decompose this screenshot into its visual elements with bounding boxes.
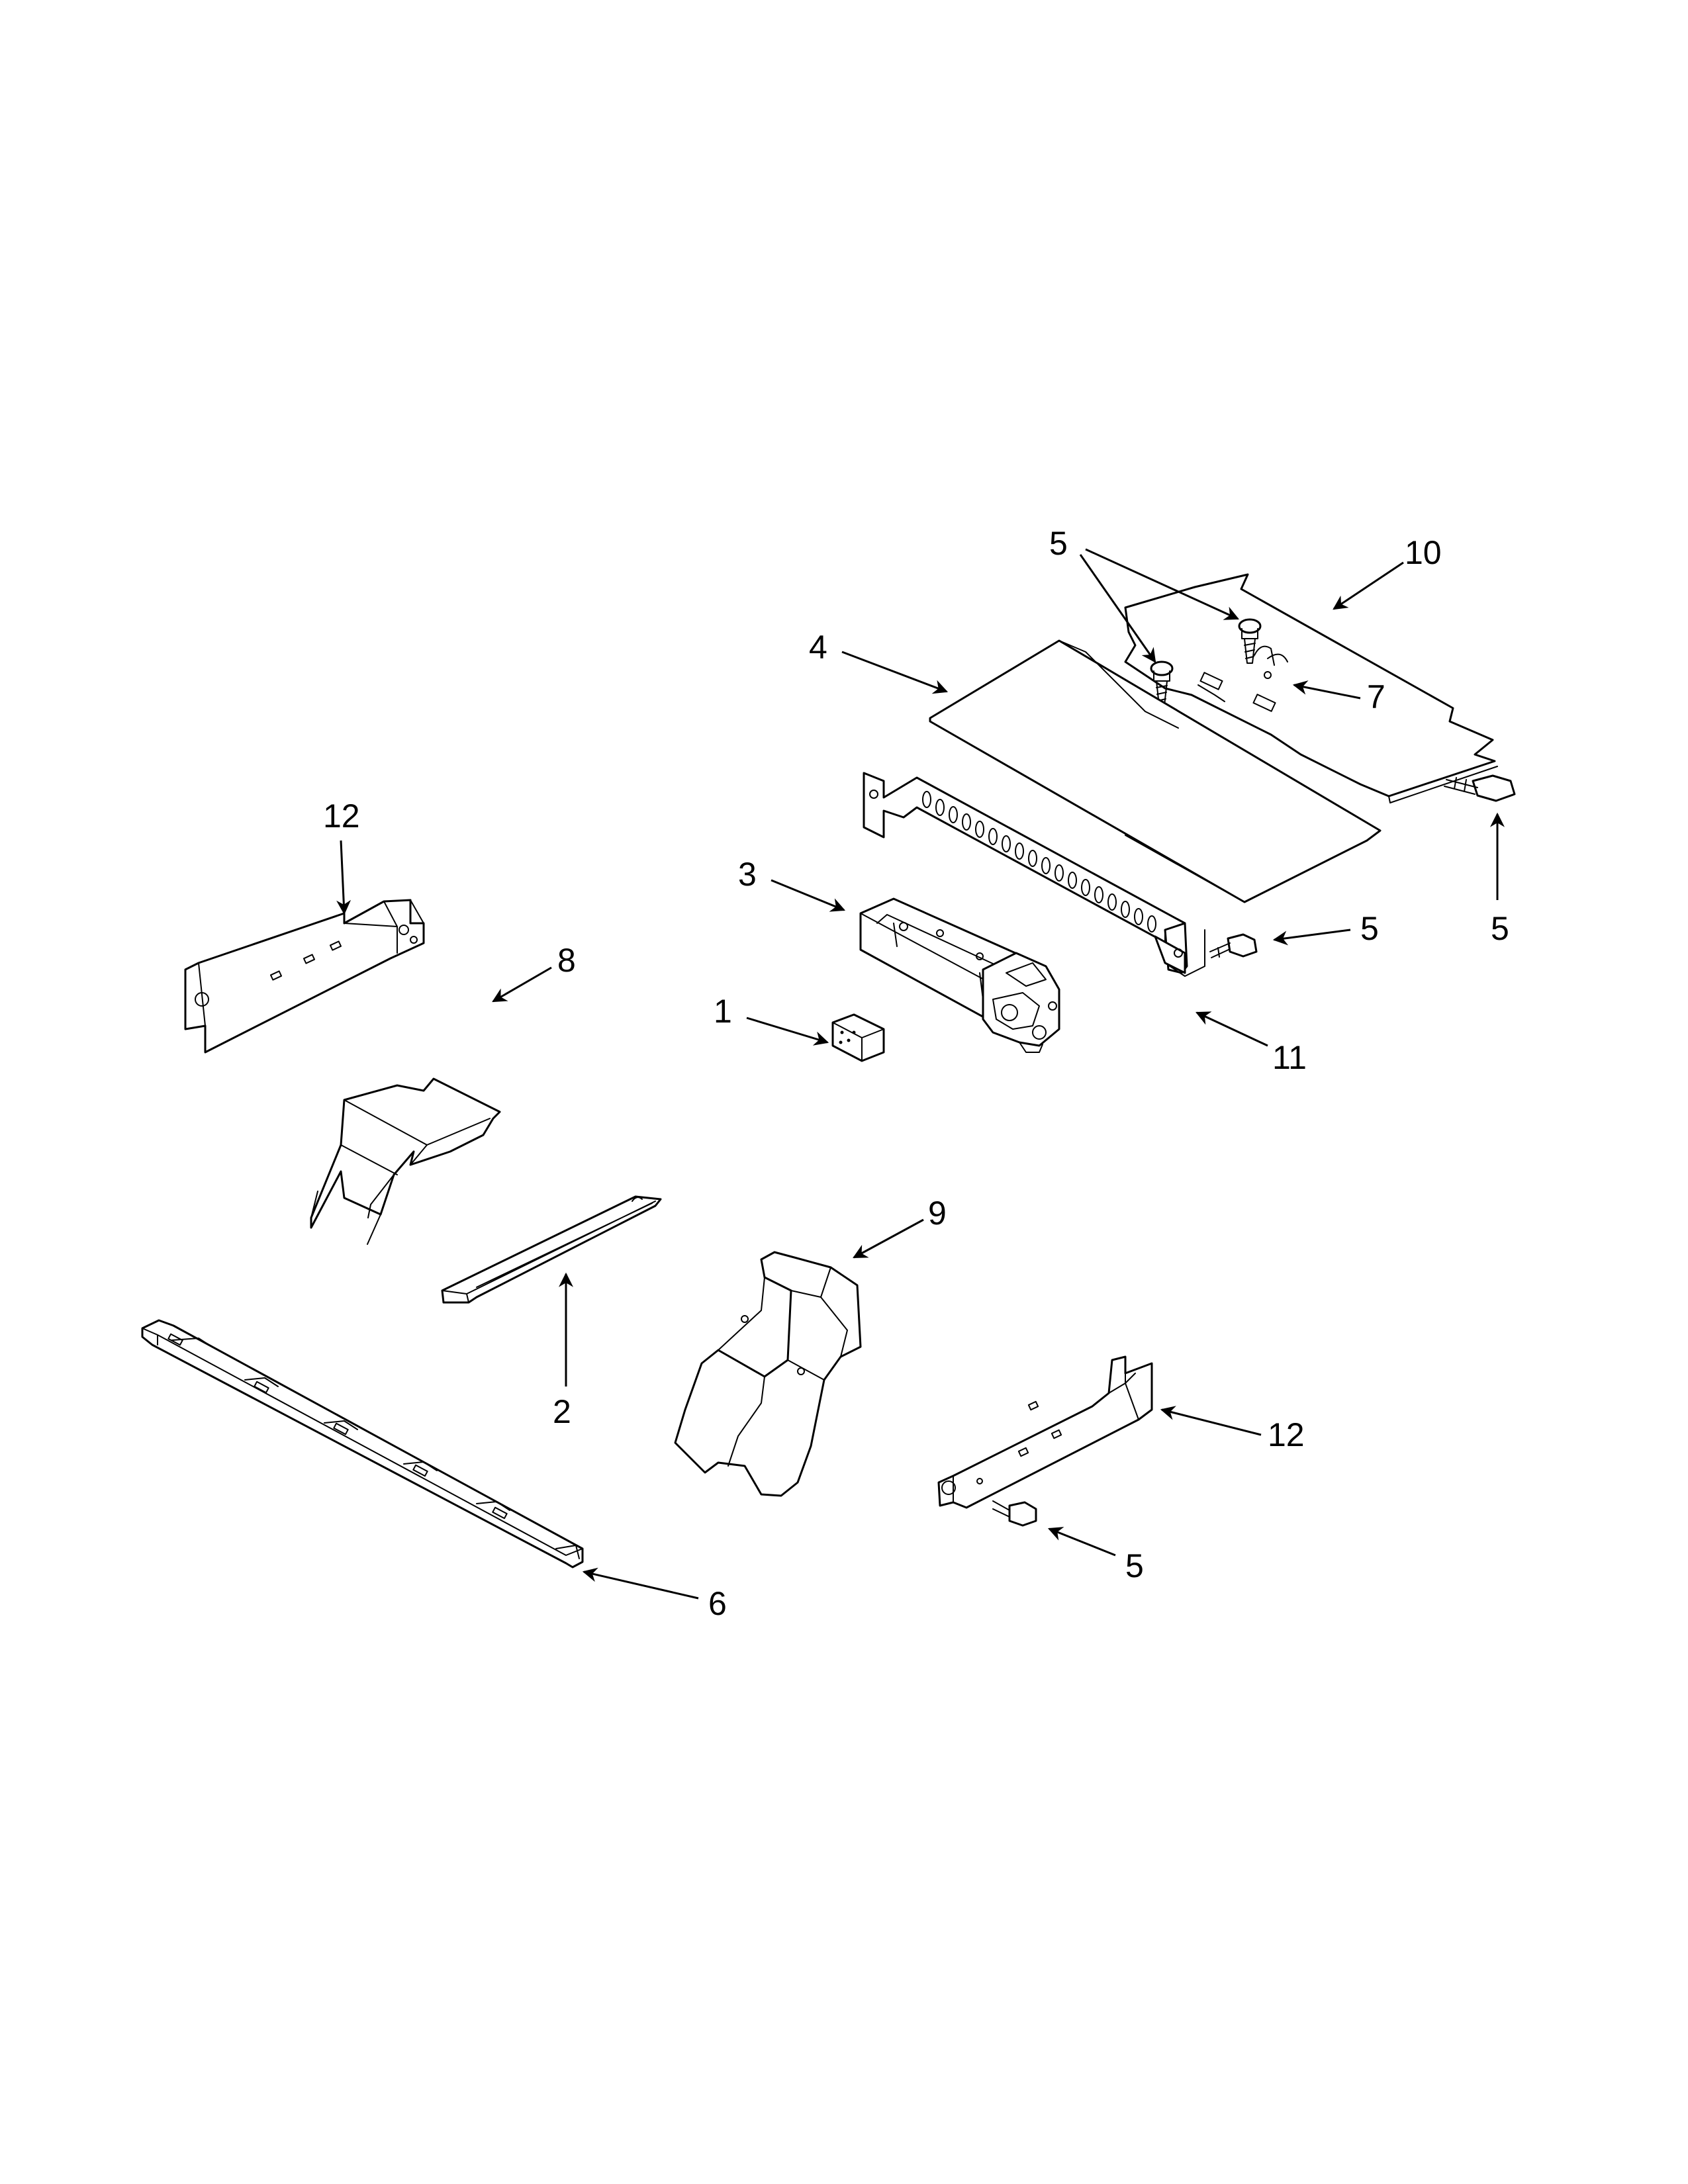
leader-lines [336,548,1505,1600]
callout-11: 11 [1272,1039,1307,1076]
callout-5: 5 [1049,525,1068,562]
callout-5: 5 [1491,910,1509,947]
callouts: 5 10 4 7 12 3 5 5 8 1 11 9 2 12 5 6 [323,525,1509,1622]
part-12-bracket-right [937,1355,1153,1509]
screw-icon [1444,774,1516,802]
part-10-top-cover [1124,573,1498,803]
bracket-holes [922,791,1156,933]
callout-10: 10 [1405,534,1442,571]
screw-icon [1150,660,1174,706]
part-9-u-bracket [674,1251,862,1497]
screw-icon [1238,618,1262,664]
callout-8: 8 [557,942,576,979]
screw-icon [1209,933,1258,958]
part-11-bracket [863,772,1205,977]
callout-5: 5 [1360,910,1379,947]
part-3-valve [859,897,1060,1053]
callout-7: 7 [1367,678,1385,715]
part-1-block [831,1013,885,1062]
callout-9: 9 [928,1195,947,1232]
callout-12: 12 [323,797,360,835]
part-4-shield [929,639,1382,903]
part-8-deflector [310,1077,501,1245]
part-2-strip [441,1195,662,1304]
callout-3: 3 [738,856,757,893]
screw-icon [992,1500,1037,1527]
callout-2: 2 [553,1393,571,1430]
part-12-bracket-left [184,899,425,1054]
part-6-trim-rail [141,1319,584,1569]
callout-1: 1 [714,993,732,1030]
callout-6: 6 [708,1585,727,1622]
callout-5: 5 [1125,1547,1144,1584]
callout-12: 12 [1268,1416,1305,1453]
callout-4: 4 [809,629,827,666]
